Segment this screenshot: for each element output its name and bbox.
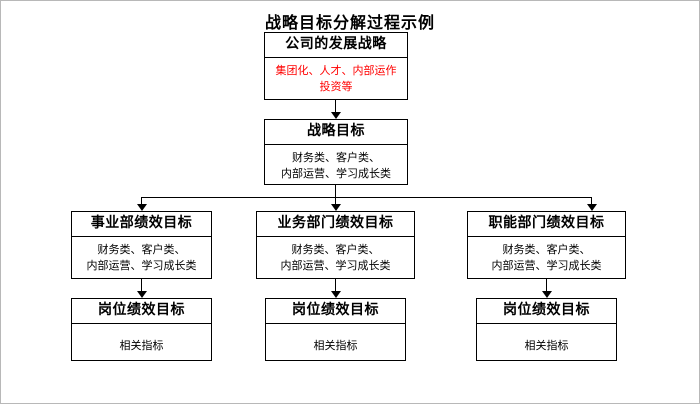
node-strategic-goal: 战略目标 财务类、客户类、 内部运营、学习成长类 <box>264 119 408 185</box>
connector-bus-to-division <box>141 197 142 206</box>
arrow-business-to-post <box>331 291 341 298</box>
node-business-dept-goal-body: 财务类、客户类、 内部运营、学习成长类 <box>280 244 391 272</box>
connector-goal-stem <box>335 185 336 198</box>
node-division-goal: 事业部绩效目标 财务类、客户类、 内部运营、学习成长类 <box>71 211 212 279</box>
node-business-dept-goal-title: 业务部门绩效目标 <box>257 212 414 237</box>
arrow-strategy-to-goal <box>331 112 341 119</box>
arrow-function-to-post <box>542 291 552 298</box>
arrow-bus-to-division <box>137 204 147 211</box>
node-business-dept-goal: 业务部门绩效目标 财务类、客户类、 内部运营、学习成长类 <box>256 211 415 279</box>
connector-goal-bus <box>141 197 591 198</box>
node-post-goal-right-title: 岗位绩效目标 <box>477 299 616 324</box>
node-post-goal-left-body: 相关指标 <box>119 340 164 352</box>
node-post-goal-mid-title: 岗位绩效目标 <box>266 299 405 324</box>
node-company-strategy: 公司的发展战略 集团化、人才、内部运作 投资等 <box>264 32 408 100</box>
connector-division-to-post <box>141 279 142 293</box>
connector-business-to-post <box>335 279 336 293</box>
node-post-goal-left: 岗位绩效目标 相关指标 <box>71 298 212 361</box>
arrow-division-to-post <box>137 291 147 298</box>
node-post-goal-mid: 岗位绩效目标 相关指标 <box>265 298 406 361</box>
node-company-strategy-body: 集团化、人才、内部运作 投资等 <box>275 65 397 93</box>
node-post-goal-left-title: 岗位绩效目标 <box>72 299 211 324</box>
connector-bus-to-business <box>335 197 336 206</box>
node-division-goal-title: 事业部绩效目标 <box>72 212 211 237</box>
node-function-dept-goal-body: 财务类、客户类、 内部运营、学习成长类 <box>491 244 602 272</box>
node-post-goal-mid-body: 相关指标 <box>313 340 358 352</box>
connector-function-to-post <box>546 279 547 293</box>
node-company-strategy-title: 公司的发展战略 <box>265 33 407 58</box>
node-division-goal-body: 财务类、客户类、 内部运营、学习成长类 <box>86 244 197 272</box>
node-function-dept-goal-title: 职能部门绩效目标 <box>468 212 625 237</box>
arrow-bus-to-business <box>331 204 341 211</box>
page-title: 战略目标分解过程示例 <box>264 15 435 32</box>
node-strategic-goal-title: 战略目标 <box>265 120 407 145</box>
connector-bus-to-function <box>591 197 592 206</box>
node-strategic-goal-body: 财务类、客户类、 内部运营、学习成长类 <box>281 152 391 180</box>
arrow-bus-to-function <box>587 204 597 211</box>
node-post-goal-right: 岗位绩效目标 相关指标 <box>476 298 617 361</box>
node-post-goal-right-body: 相关指标 <box>524 340 569 352</box>
node-function-dept-goal: 职能部门绩效目标 财务类、客户类、 内部运营、学习成长类 <box>467 211 626 279</box>
connector-strategy-to-goal <box>335 100 336 114</box>
